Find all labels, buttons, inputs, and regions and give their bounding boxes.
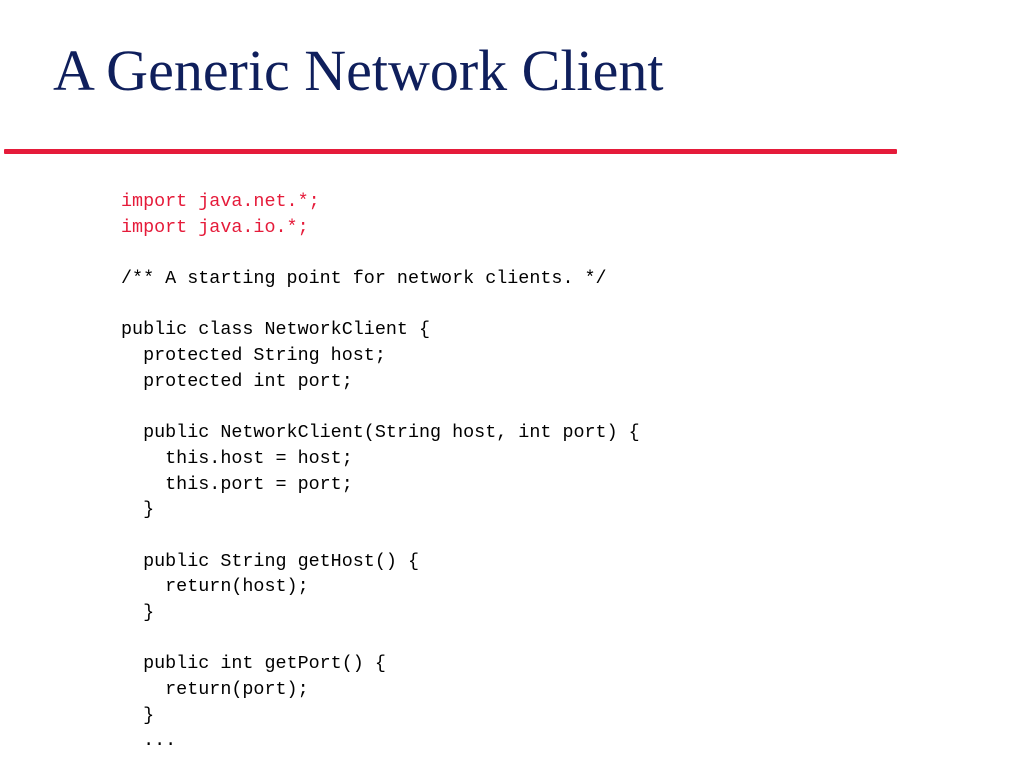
code-listing: import java.net.*; import java.io.*; /**… <box>121 189 640 754</box>
slide-title: A Generic Network Client <box>53 38 664 103</box>
code-line <box>121 395 640 421</box>
code-line: import java.io.*; <box>121 216 309 238</box>
code-line: public String getHost() { <box>121 550 419 572</box>
code-line: } <box>121 499 155 521</box>
code-line: ... <box>121 730 177 752</box>
code-line: } <box>121 704 155 726</box>
code-line: this.host = host; <box>121 447 353 469</box>
code-line: return(port); <box>121 679 309 701</box>
code-line: } <box>121 602 155 623</box>
code-line: return(host); <box>121 576 309 598</box>
code-line: public class NetworkClient { <box>121 319 431 341</box>
code-line: this.port = port; <box>121 473 353 495</box>
code-line: import java.net.*; <box>121 191 320 212</box>
code-line: public int getPort() { <box>121 653 386 675</box>
code-line <box>121 292 640 318</box>
code-line <box>121 240 640 266</box>
code-line: protected String host; <box>121 345 386 367</box>
code-line: /** A starting point for network clients… <box>121 268 607 290</box>
code-line: protected int port; <box>121 370 353 392</box>
code-line: public NetworkClient(String host, int po… <box>121 422 640 444</box>
code-line <box>121 523 640 549</box>
title-underline-rule <box>4 149 897 154</box>
code-line <box>121 626 640 652</box>
